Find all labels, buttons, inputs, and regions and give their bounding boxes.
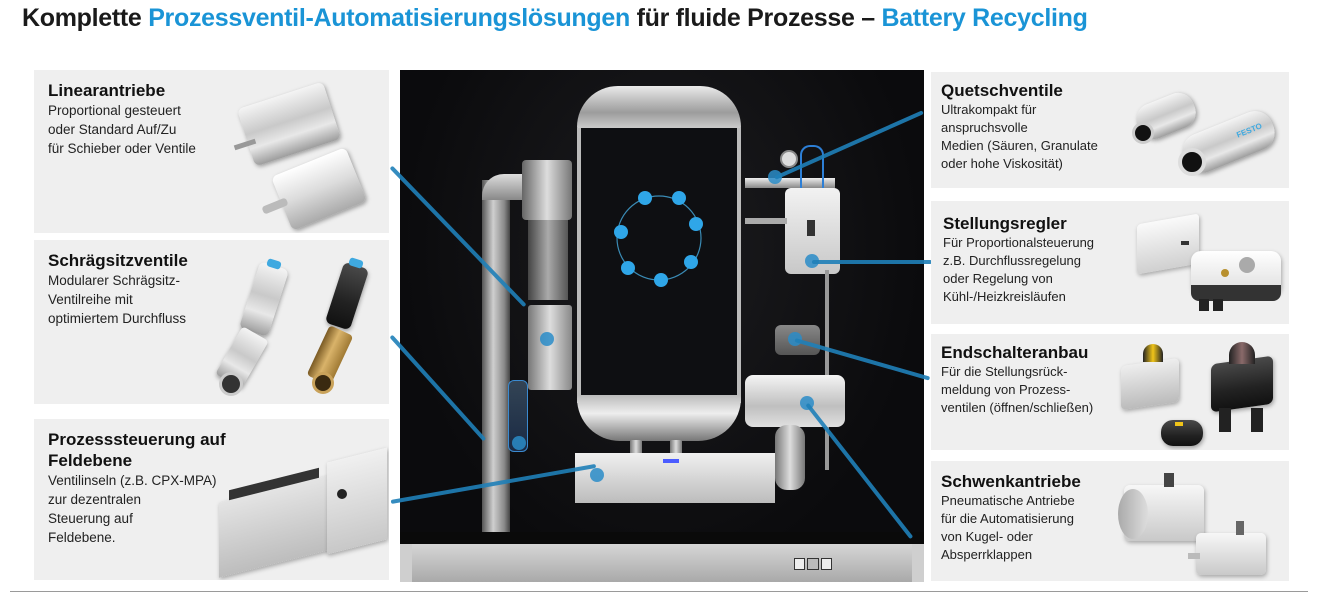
table-front (412, 544, 912, 582)
panel-endschalteranbau: Endschalteranbau Für die Stellungsrück- … (931, 334, 1289, 450)
panel-description: Für Proportionalsteuerung z.B. Durchflus… (943, 235, 1095, 304)
callout-dot-prozesssteuerung (590, 468, 604, 482)
panel-description: Proportional gesteuert oder Standard Auf… (48, 103, 196, 156)
panel-text: Stellungsregler Für Proportionalsteuerun… (943, 213, 1094, 306)
panel-title: Schrägsitzventile (48, 251, 188, 270)
title-part-1: Komplette (22, 4, 149, 32)
rig-frame-post (825, 270, 829, 470)
page-title: Komplette Prozessventil-Automatisierungs… (22, 4, 1088, 33)
angle-seat-valve-on-rig (508, 380, 528, 452)
gate-valve-body (528, 220, 568, 300)
panel-description: Pneumatische Antriebe für die Automatisi… (941, 493, 1075, 562)
tank-bottom (577, 395, 741, 441)
quarter-turn-actuator-image (1116, 467, 1286, 579)
valve-terminal-on-rig (575, 453, 775, 503)
panel-text: Endschalteranbau Für die Stellungsrück- … (941, 342, 1093, 417)
blue-tubing (800, 145, 824, 197)
table-leg (400, 544, 412, 582)
valve-terminal-image (209, 447, 389, 578)
panel-text: Schrägsitzventile Modularer Schrägsitz- … (48, 250, 188, 328)
panel-title: Schwenkantriebe (941, 472, 1081, 491)
panel-text: Prozesssteuerung auf Feldebene Ventilins… (48, 429, 226, 547)
pipe-left (482, 180, 510, 580)
panel-text: Linearantriebe Proportional gesteuert od… (48, 80, 196, 158)
gate-valve (522, 160, 572, 220)
tank-screen (577, 128, 741, 403)
panel-quetschventile: Quetschventile Ultrakompakt für anspruch… (931, 72, 1289, 188)
limit-switch-image (1121, 338, 1286, 450)
callout-dot-linearantriebe (540, 332, 554, 346)
panel-title: Stellungsregler (943, 214, 1067, 233)
title-part-3: für fluide Prozesse – (629, 4, 882, 32)
panel-title: Linearantriebe (48, 81, 166, 100)
panel-title: Quetschventile (941, 81, 1063, 100)
panel-linearantriebe: Linearantriebe Proportional gesteuert od… (34, 70, 389, 233)
panel-stellungsregler: Stellungsregler Für Proportionalsteuerun… (931, 201, 1289, 324)
callout-dot-schraegsitzventile (512, 436, 526, 450)
panel-schraegsitzventile: Schrägsitzventile Modularer Schrägsitz- … (34, 240, 389, 404)
panel-description: Modularer Schrägsitz- Ventilreihe mit op… (48, 273, 187, 326)
panel-text: Schwenkantriebe Pneumatische Antriebe fü… (941, 471, 1081, 564)
panel-description: Für die Stellungsrück- meldung von Proze… (941, 364, 1094, 415)
quarter-turn-actuator-on-rig (745, 375, 845, 427)
tank-top (577, 86, 741, 130)
title-accent-2: Battery Recycling (881, 4, 1088, 32)
footer-divider (10, 591, 1308, 592)
panel-text: Quetschventile Ultrakompakt für anspruch… (941, 80, 1098, 173)
panel-schwenkantriebe: Schwenkantriebe Pneumatische Antriebe fü… (931, 461, 1289, 581)
callout-line-stellungsregler (812, 260, 932, 264)
linear-actuator-on-rig (528, 305, 572, 390)
pinch-valve-image: FESTO (1126, 82, 1286, 182)
butterfly-valve (775, 425, 805, 490)
panel-description: Ultrakompakt für anspruchsvolle Medien (… (941, 102, 1098, 171)
process-cycle-graphic (614, 191, 703, 287)
center-process-rig-photo (400, 70, 924, 582)
table-leg (912, 544, 924, 582)
pressure-gauge (780, 150, 798, 168)
pinch-valve-on-rig (745, 178, 835, 188)
title-accent-1: Prozessventil-Automatisierungslösungen (148, 4, 630, 32)
linear-actuator-image (233, 81, 367, 232)
panel-prozesssteuerung: Prozesssteuerung auf Feldebene Ventilins… (34, 419, 389, 580)
angle-seat-valve-image (209, 250, 389, 400)
panel-title: Endschalteranbau (941, 343, 1089, 362)
panel-description: Ventilinseln (z.B. CPX-MPA) zur dezentra… (48, 473, 217, 545)
positioner-image (1131, 211, 1286, 321)
table-top (400, 532, 924, 544)
panel-title: Prozesssteuerung auf Feldebene (48, 430, 226, 470)
rig-pipe (745, 218, 787, 224)
